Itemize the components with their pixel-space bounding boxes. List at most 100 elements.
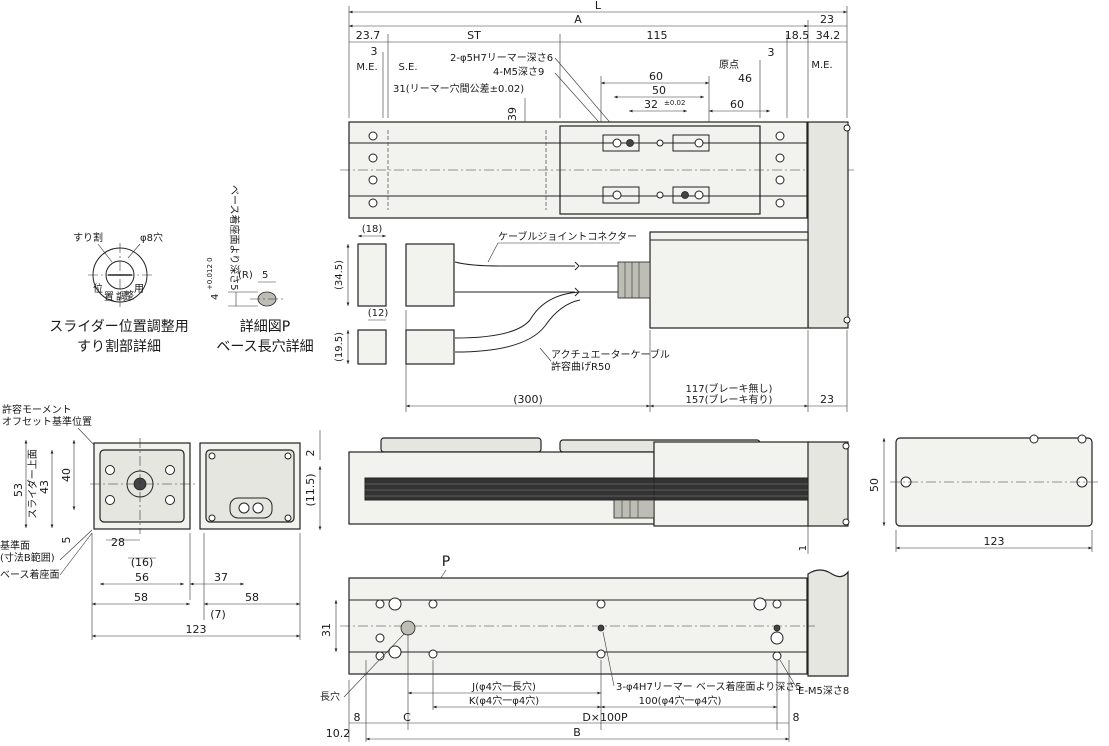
dim-a: A <box>574 13 582 26</box>
label-origin: 原点 <box>719 59 739 71</box>
label-ref-1: 基準面 <box>0 539 30 552</box>
side-view-right: 50 123 <box>868 434 1098 552</box>
screw-icon <box>596 599 606 609</box>
leader-e <box>779 659 799 691</box>
tol-4: +0.012 0 <box>206 257 214 290</box>
screw-icon <box>656 191 664 199</box>
bottom-view-endcap <box>807 569 849 677</box>
screw-icon <box>368 131 378 141</box>
note-100: 100(φ4穴一φ4穴) <box>639 694 722 707</box>
detail-p: ベース着座面より深さ5 4 +0.012 0 (R) 5 詳細図P ベース長穴詳… <box>206 185 314 355</box>
cable-connector-lower <box>405 329 455 365</box>
dim-8a: 8 <box>354 711 361 724</box>
dim-23-cable: 23 <box>820 393 834 406</box>
screw-icon <box>375 633 385 643</box>
screw-icon <box>843 124 851 132</box>
tapped-pad <box>672 186 710 204</box>
screw-icon <box>208 452 216 460</box>
screw-icon <box>775 175 785 185</box>
label-bend-radius: 許容曲げR50 <box>551 360 611 373</box>
screw-icon <box>775 131 785 141</box>
m5-hole-icon <box>612 138 622 148</box>
screw-icon <box>1029 434 1039 444</box>
slot-hole-icon <box>400 620 416 636</box>
note-reamer: 2-φ5H7リーマー深さ6 <box>450 52 553 64</box>
bottom-view: P 31 長穴 J(φ4穴一長穴) <box>320 554 849 742</box>
dim-123-right: 123 <box>984 535 1005 548</box>
screw-icon <box>775 198 785 208</box>
tapped-pad <box>602 134 640 152</box>
dim-7: (7) <box>210 608 226 621</box>
side-slot-motor <box>653 477 809 501</box>
dim-d: D×100P <box>582 711 628 724</box>
motor-end-cap <box>807 121 849 329</box>
dim-123-end: 123 <box>186 623 207 636</box>
label-connector: ケーブルジョイントコネクター <box>498 230 637 243</box>
screw-icon <box>105 495 115 505</box>
screw-icon <box>772 599 782 609</box>
cable-lower-2 <box>454 299 581 353</box>
motor-housing <box>649 231 809 329</box>
detail-slider-adjust: すり割 φ8穴 位 置 調 整 用 スライダー位置調整用 すり割部詳細 <box>49 231 188 355</box>
cable-connector-upper <box>405 243 455 307</box>
dim-117: 117(ブレーキ無し) <box>686 382 773 395</box>
side-view: 1 <box>348 437 850 554</box>
label-r: (R) <box>238 270 253 281</box>
reamer-hole-icon <box>681 191 689 199</box>
screw-icon <box>368 153 378 163</box>
label-slider-top: スライダー上面 <box>26 449 39 519</box>
screw-icon <box>596 649 606 659</box>
m5-hole-icon <box>770 631 784 645</box>
leader-slot-hole <box>343 633 405 698</box>
stamp-char: 整 <box>124 289 134 302</box>
note-m5: 4-M5深さ9 <box>493 66 544 78</box>
dim-16: (16) <box>131 556 154 569</box>
m5-hole-icon <box>753 597 767 611</box>
dim-28: 28 <box>111 536 125 549</box>
connector-socket <box>229 497 273 519</box>
stamp-char: 用 <box>134 284 144 295</box>
label-slot: すり割 <box>73 231 103 244</box>
dim-l: L <box>595 0 602 12</box>
screw-icon <box>165 495 175 505</box>
title-slide-2: すり割部詳細 <box>77 338 161 355</box>
dim-31: 31 <box>320 623 333 637</box>
dim-58b: 58 <box>245 591 259 604</box>
connector-side-upper <box>357 243 387 307</box>
reamer-hole-icon <box>597 624 605 632</box>
screw-icon <box>368 175 378 185</box>
dim-5-p: 5 <box>262 270 268 281</box>
dim-56: 56 <box>135 571 149 584</box>
dim-8b: 8 <box>793 711 800 724</box>
dim-5-end: 5 <box>60 537 73 544</box>
dim-46: 46 <box>738 72 752 85</box>
tapped-pad <box>602 186 640 204</box>
stamp-char: 置 <box>104 291 114 303</box>
label-me-left: M.E. <box>356 62 377 73</box>
label-base-seat: ベース着座面 <box>0 568 60 581</box>
dim-37: 37 <box>214 571 228 584</box>
socket-pin <box>252 502 264 514</box>
cable-gland <box>617 261 651 299</box>
dim-2: 2 <box>304 450 317 457</box>
note-e: E-M5深さ8 <box>798 685 849 697</box>
dim-300: (300) <box>513 393 543 406</box>
stamp-char: 位 <box>93 282 103 295</box>
dim-185: 18.5 <box>785 29 810 42</box>
label-me-right: M.E. <box>811 60 832 71</box>
screw-icon <box>842 518 850 526</box>
screw-icon <box>165 465 175 475</box>
m5-hole-icon <box>612 190 622 200</box>
dim-102: 10.2 <box>326 727 351 740</box>
label-hole: φ8穴 <box>140 231 163 244</box>
label-moment-1: 許容モーメント <box>2 403 72 416</box>
dim-b: B <box>573 726 581 739</box>
note-pitch: 31(リーマー穴間公差±0.02) <box>393 82 524 95</box>
side-view-endcap <box>807 441 849 527</box>
label-actuator-cable: アクチュエーターケーブル <box>551 348 670 361</box>
label-ref-2: (寸法B範囲) <box>0 551 55 564</box>
screw-icon <box>375 599 385 609</box>
dim-237: 23.7 <box>356 29 381 42</box>
leader-base <box>59 532 93 576</box>
m5-hole-icon <box>388 597 402 611</box>
